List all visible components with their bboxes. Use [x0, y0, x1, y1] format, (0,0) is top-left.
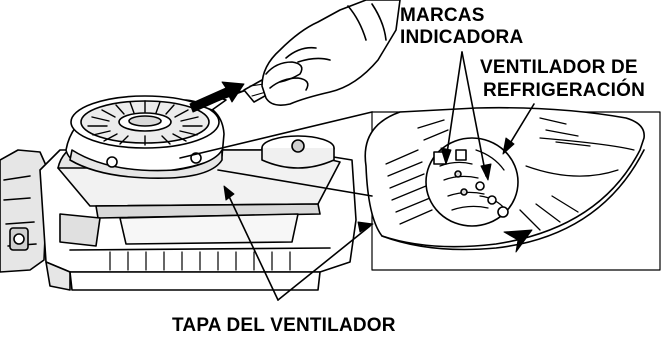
fan-screen — [65, 95, 227, 179]
detail-arrow-icon — [503, 229, 533, 253]
hand-drawing — [261, 0, 401, 106]
marcas-label-line1: MARCAS — [400, 5, 485, 26]
detail-inset — [364, 106, 661, 271]
marcas-label-line2: INDICADORA — [400, 27, 524, 48]
ventilador-label-line2: REFRIGERACIÓN — [483, 80, 645, 101]
pull-arrow-icon — [189, 81, 245, 113]
ventilador-label-line1: VENTILADOR DE — [480, 57, 638, 78]
tapa-label: TAPA DEL VENTILADOR — [172, 315, 396, 336]
engine-body — [0, 135, 357, 291]
leader-arrowheads — [223, 137, 515, 233]
